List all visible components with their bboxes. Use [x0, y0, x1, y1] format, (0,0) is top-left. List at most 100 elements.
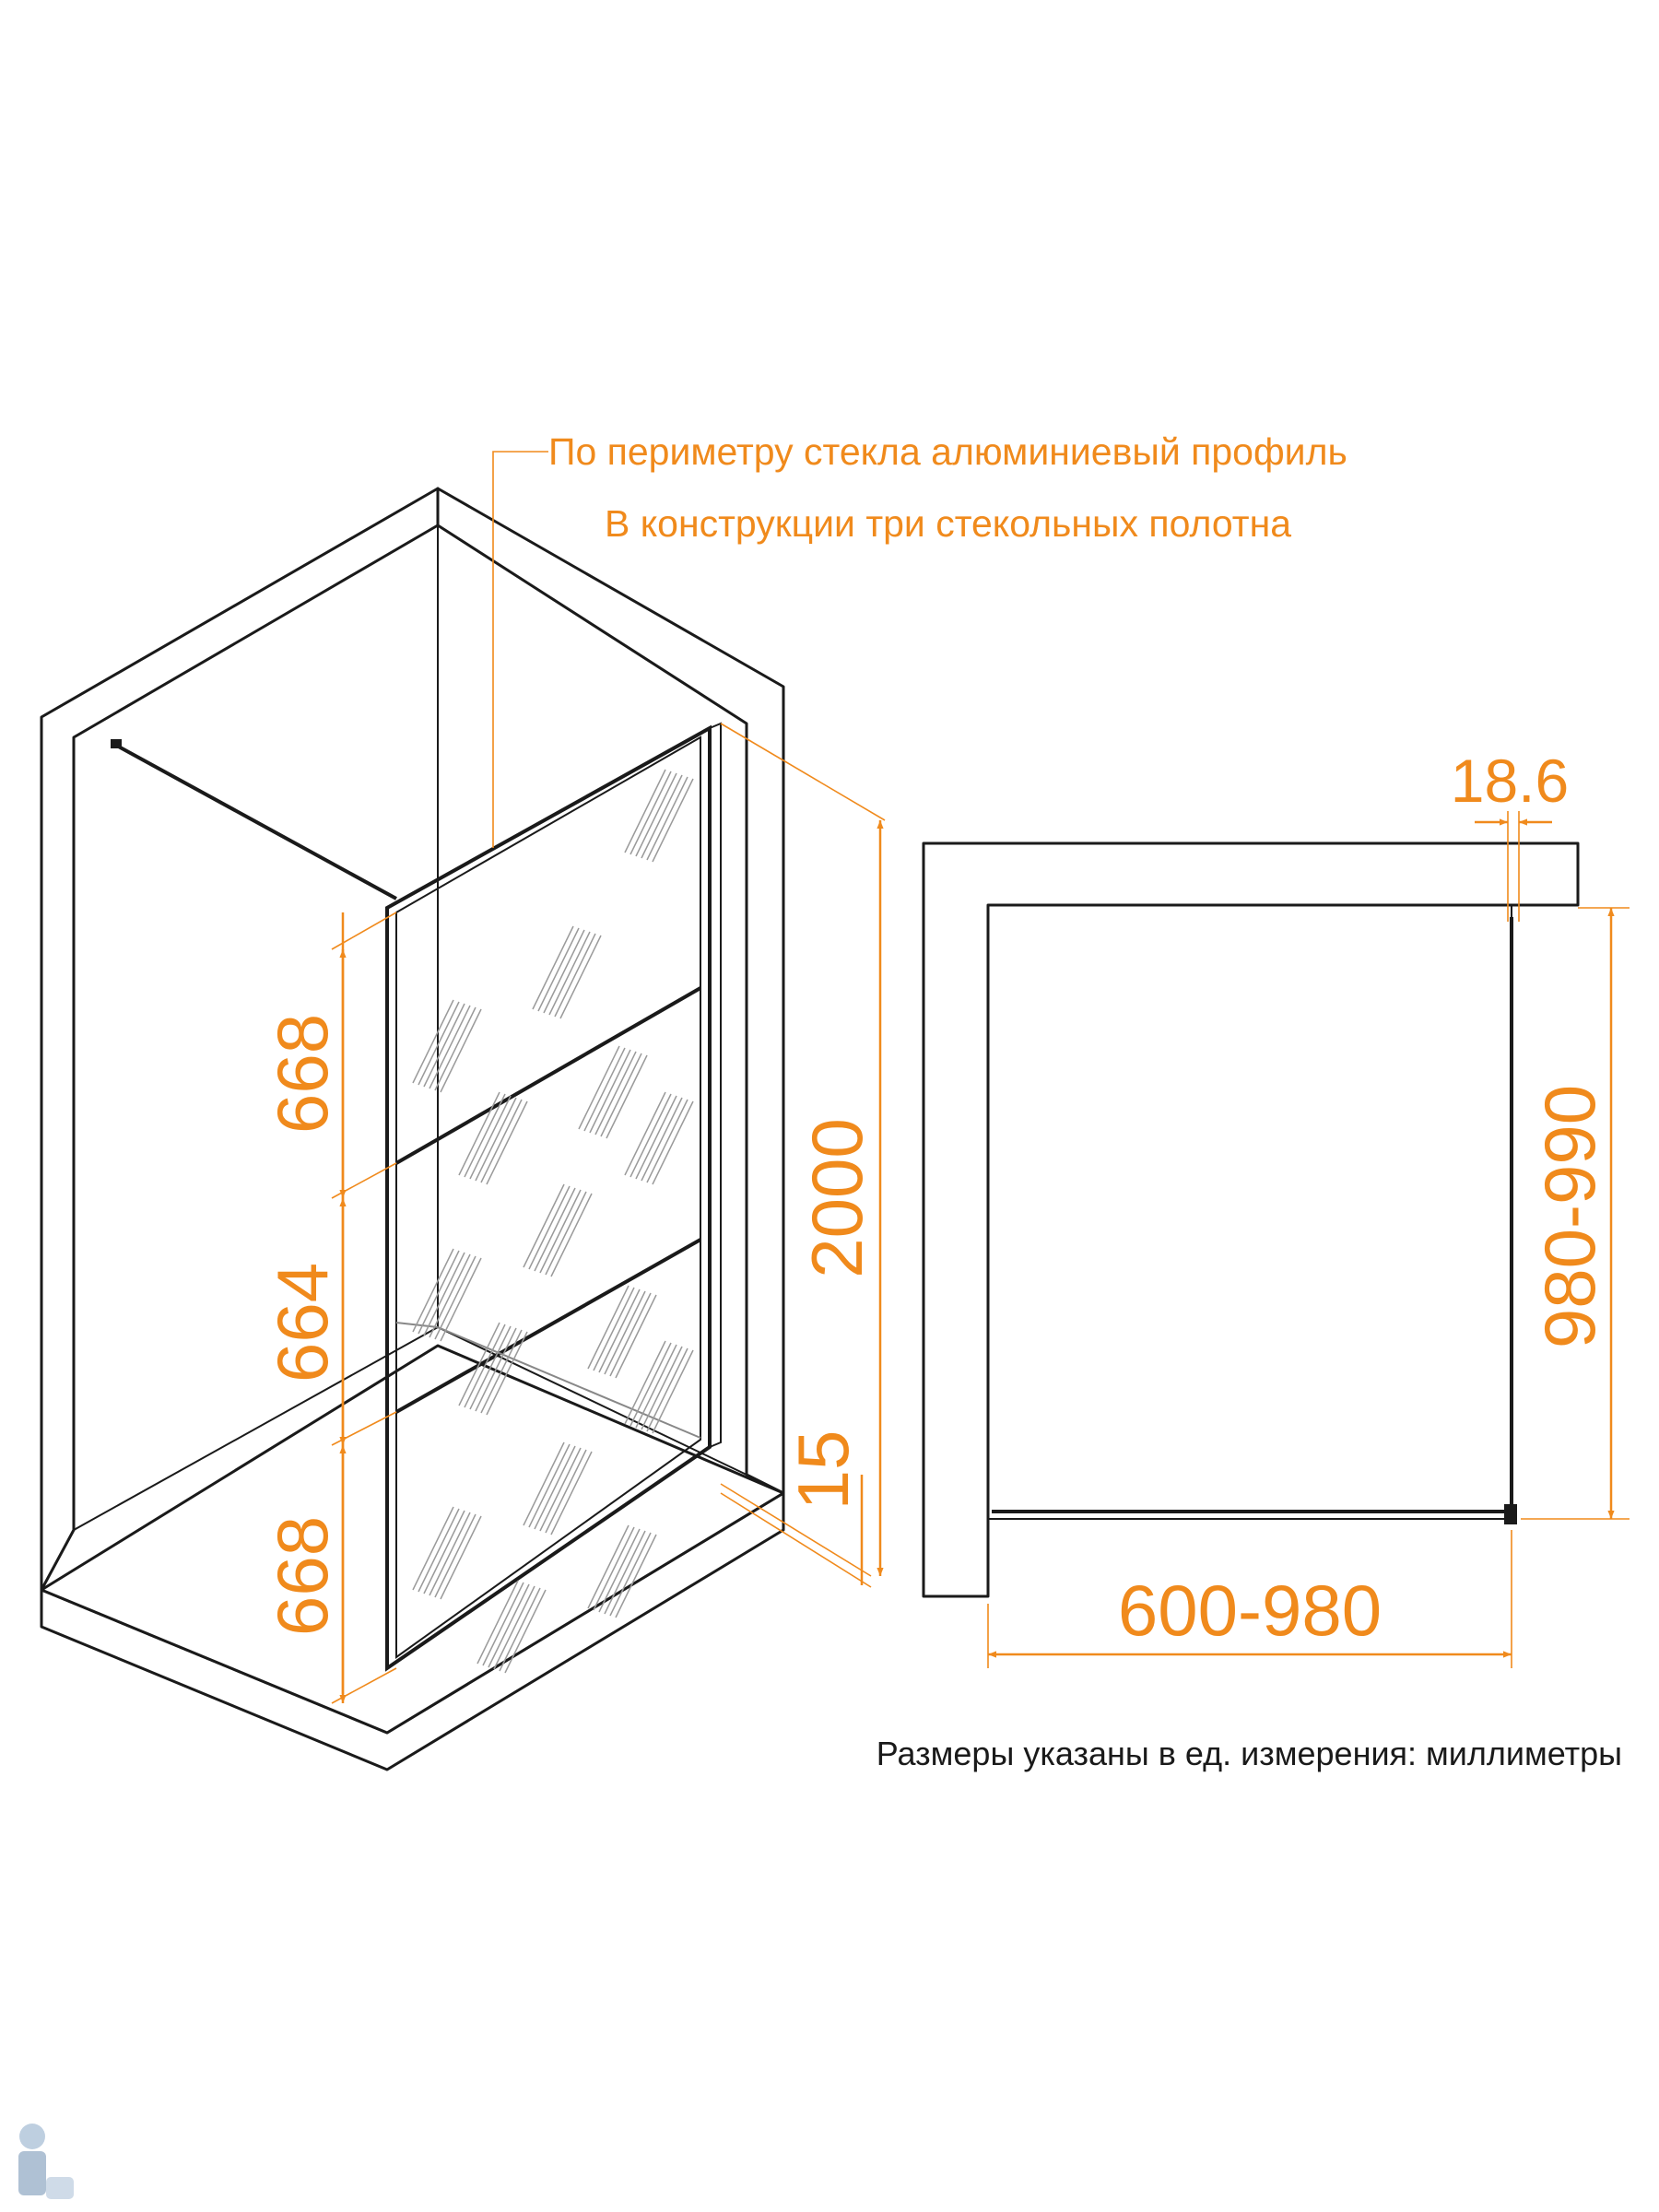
glass-hatch-line — [532, 925, 574, 1010]
glass-hatch-line — [429, 1512, 471, 1596]
glass-hatch-line — [652, 1349, 694, 1434]
glass-hatch-line — [528, 1443, 571, 1528]
divider-lower — [395, 1238, 701, 1414]
width-range-label: 600-980 — [1118, 1570, 1382, 1651]
glass-hatch-line — [609, 1532, 652, 1617]
depth-range-label: 980-990 — [1529, 1085, 1610, 1348]
glass-hatch-line — [423, 1252, 465, 1336]
glass-hatch-line — [635, 1095, 677, 1180]
glass-hatch-line — [606, 1054, 648, 1139]
glass-hatch-line — [646, 1099, 688, 1183]
glass-hatch-line — [539, 1447, 582, 1532]
glass-hatch-line — [548, 931, 591, 1016]
glass-hatch-line — [624, 1091, 666, 1176]
glass-hatch-line — [598, 1288, 641, 1373]
glass-hatch-line — [504, 1589, 547, 1674]
glass-hatch-line — [486, 1100, 528, 1185]
left-inner-edge — [73, 737, 747, 1532]
plan-floor — [988, 904, 1512, 1520]
glass-hatch-line — [578, 1045, 620, 1130]
glass-hatch-line — [550, 1193, 593, 1277]
glass-hatch-line — [469, 1095, 512, 1180]
glass-hatch-line — [480, 1099, 523, 1183]
glass-hatch-line — [523, 1441, 565, 1526]
glass-hatch-line — [641, 1346, 683, 1430]
glass-hatch-line — [615, 1534, 657, 1618]
glass-hatch-line — [587, 1285, 629, 1370]
glass-hatch-line — [499, 1587, 541, 1672]
glass-hatch-line — [559, 935, 602, 1019]
glass-hatch-line — [418, 1250, 460, 1335]
glass-hatch-line — [477, 1580, 519, 1665]
glass-hatch-line — [629, 771, 672, 855]
glass-hatch-line — [418, 1508, 460, 1593]
units-note: Размеры указаны в ед. измерения: миллиме… — [877, 1735, 1622, 1772]
profile-note-leader — [492, 451, 548, 848]
panel-dim-tick-top — [331, 912, 397, 950]
glass-hatch-line — [493, 1585, 535, 1670]
glass-hatch-line — [464, 1093, 506, 1178]
glass-hatch-line — [434, 1006, 477, 1091]
glass-hatch-line — [646, 1347, 688, 1432]
wall-support-bar — [114, 743, 397, 900]
brand-logo-mark — [18, 2124, 74, 2199]
panel-bottom-label: 668 — [262, 1516, 343, 1636]
glass-hatch-line — [534, 1187, 576, 1272]
panel-top-label: 668 — [262, 1014, 343, 1134]
glass-hatch-line — [469, 1325, 512, 1410]
glass-hatch-line — [423, 1003, 465, 1088]
total-height-label: 2000 — [796, 1118, 877, 1278]
glass-hatch-line — [593, 1287, 635, 1371]
isometric-view: 668 664 668 2000 15 — [40, 451, 886, 1771]
glass-hatch-line — [598, 1528, 641, 1613]
glass-hatch-line — [554, 933, 596, 1018]
plan-view: 18.6 980-990 600-980 — [922, 747, 1630, 1668]
glass-hatch-line — [440, 1008, 482, 1093]
bottom-gap-label: 15 — [782, 1430, 864, 1511]
glass-hatch-line — [480, 1329, 523, 1414]
panel-middle-label: 664 — [262, 1263, 343, 1382]
glass-hatch-line — [458, 1322, 500, 1406]
total-dim-leader-top — [720, 723, 886, 821]
glass-hatch-line — [604, 1290, 646, 1375]
glass-hatch-line — [550, 1451, 593, 1535]
plan-bar-bracket — [1504, 1504, 1517, 1524]
glass-hatch-line — [429, 1253, 471, 1338]
glass-hatch-line — [537, 927, 580, 1012]
glass-hatch-line — [412, 1506, 454, 1591]
glass-hatch-line — [629, 1093, 672, 1178]
gap-dim-leader — [720, 1492, 872, 1588]
glass-hatch-line — [629, 1342, 672, 1427]
glass-hatch-line — [641, 774, 683, 859]
glass-hatch-line — [464, 1324, 506, 1408]
glass-hatch-line — [440, 1515, 482, 1600]
total-height-dimensions: 2000 15 — [720, 723, 886, 1588]
glass-hatch-line — [635, 1344, 677, 1429]
glass-hatch-line — [440, 1257, 482, 1342]
divider-upper — [395, 986, 701, 1165]
glass-hatch-line — [641, 1097, 683, 1182]
glass-hatch-line — [609, 1292, 652, 1377]
glass-hatch-line — [604, 1530, 646, 1615]
glass-hatch-line — [423, 1510, 465, 1594]
glass-hatch-line — [412, 999, 454, 1084]
glass-hatch-line — [486, 1331, 528, 1416]
glass-hatch-line — [482, 1582, 524, 1666]
glass-hatch-line — [434, 1255, 477, 1340]
glass-hatch-line — [600, 1053, 642, 1137]
glass-profile-side — [709, 722, 722, 1448]
glass-hatch-line — [593, 1526, 635, 1611]
glass-hatch-line — [418, 1001, 460, 1086]
glass-hatch-line — [543, 929, 585, 1014]
glass-hatch-line — [534, 1445, 576, 1530]
glass-hatch-line — [528, 1185, 571, 1270]
glass-hatch-line — [539, 1189, 582, 1274]
glass-hatch-line — [523, 1183, 565, 1268]
bar-bracket — [111, 739, 122, 748]
total-dim-leader-bottom — [720, 1483, 872, 1577]
profile-thickness-label: 18.6 — [1451, 747, 1569, 815]
glass-hatch-line — [475, 1327, 517, 1412]
glass-hatch-line — [458, 1091, 500, 1176]
profile-note: По периметру стекла алюминиевый профиль — [548, 430, 1347, 473]
